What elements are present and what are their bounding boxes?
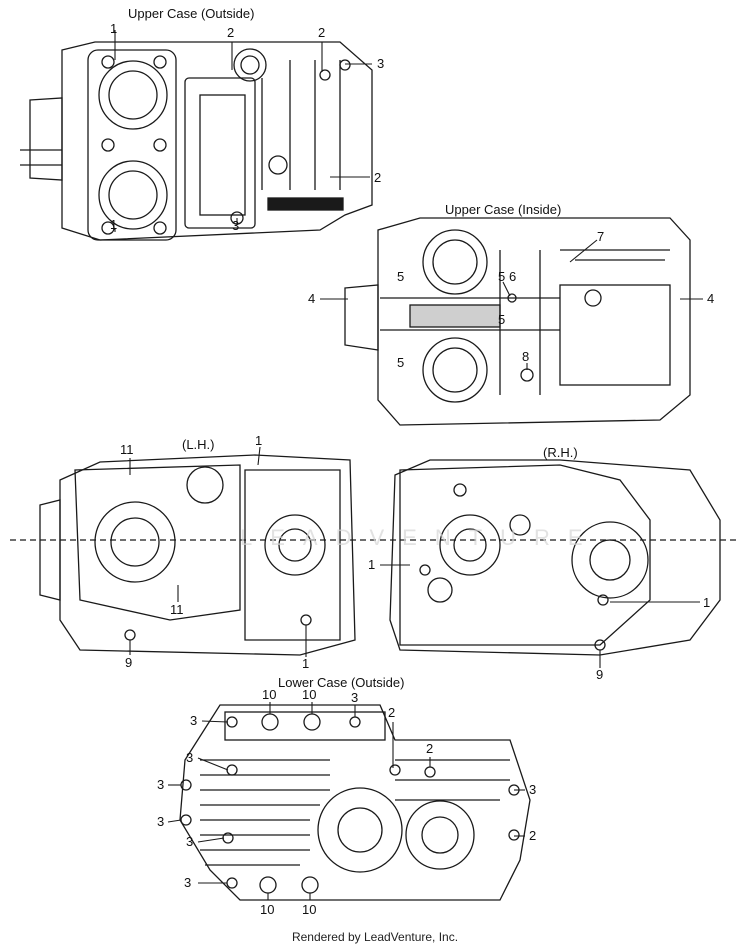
upper-case-outside-drawing — [20, 41, 373, 241]
callout-lo-4: 3 — [351, 690, 359, 705]
leader-lines — [114, 30, 703, 900]
callout-rh-3: 9 — [596, 667, 604, 682]
callout-rh-2: 1 — [703, 595, 711, 610]
callout-ui-6: 4 — [707, 291, 715, 306]
left-hand-case-drawing — [10, 454, 380, 656]
watermark: LEADVENTURE — [240, 525, 601, 550]
title-left-hand: (L.H.) — [182, 437, 215, 452]
callout-lo-12: 2 — [529, 828, 537, 843]
right-hand-case-drawing — [380, 459, 740, 656]
title-upper-case-outside: Upper Case (Outside) — [128, 6, 255, 21]
callout-ui-5: 6 — [509, 269, 517, 284]
callout-lo-9: 3 — [529, 782, 537, 797]
title-right-hand: (R.H.) — [543, 445, 578, 460]
callout-ui-7: 5 — [498, 312, 506, 327]
callout-lh-5: 1 — [302, 656, 310, 671]
callout-lo-2: 10 — [262, 687, 277, 702]
callout-ui-2: 5 — [397, 269, 405, 284]
footer-credit: Rendered by LeadVenture, Inc. — [291, 930, 459, 944]
callout-lo-10: 3 — [157, 814, 165, 829]
callout-lh-3: 11 — [170, 602, 184, 617]
callout-lo-6: 3 — [186, 750, 194, 765]
callout-uo-2: 2 — [227, 25, 235, 40]
callout-lo-7: 2 — [426, 741, 434, 756]
title-upper-case-inside: Upper Case (Inside) — [445, 202, 562, 217]
callout-uo-1: 1 — [110, 21, 118, 36]
callout-lh-1: 11 — [120, 442, 134, 457]
lower-case-outside-drawing — [179, 704, 531, 901]
callout-uo-3: 2 — [318, 25, 326, 40]
callout-ui-8: 5 — [397, 355, 405, 370]
callout-lh-4: 9 — [125, 655, 133, 670]
title-lower-case-outside: Lower Case (Outside) — [278, 675, 405, 690]
callout-lo-8: 3 — [157, 777, 165, 792]
callout-uo-4: 3 — [377, 56, 385, 71]
callout-uo-7: 3 — [232, 218, 240, 233]
callout-ui-1: 7 — [597, 229, 605, 244]
callout-lh-2: 1 — [255, 433, 263, 448]
callout-lo-13: 3 — [184, 875, 192, 890]
callout-lo-14: 10 — [260, 902, 275, 917]
callout-lo-3: 10 — [302, 687, 317, 702]
callout-uo-5: 2 — [374, 170, 382, 185]
callout-lo-15: 10 — [302, 902, 317, 917]
callout-uo-6: 1 — [110, 217, 118, 232]
callout-ui-3: 4 — [308, 291, 316, 306]
callout-ui-4: 5 — [498, 269, 506, 284]
upper-case-inside-drawing — [344, 217, 691, 426]
callout-ui-9: 8 — [522, 349, 530, 364]
callout-rh-1: 1 — [368, 557, 376, 572]
callout-lo-1: 3 — [190, 713, 198, 728]
callout-lo-5: 2 — [388, 705, 396, 720]
callout-lo-11: 3 — [186, 834, 194, 849]
